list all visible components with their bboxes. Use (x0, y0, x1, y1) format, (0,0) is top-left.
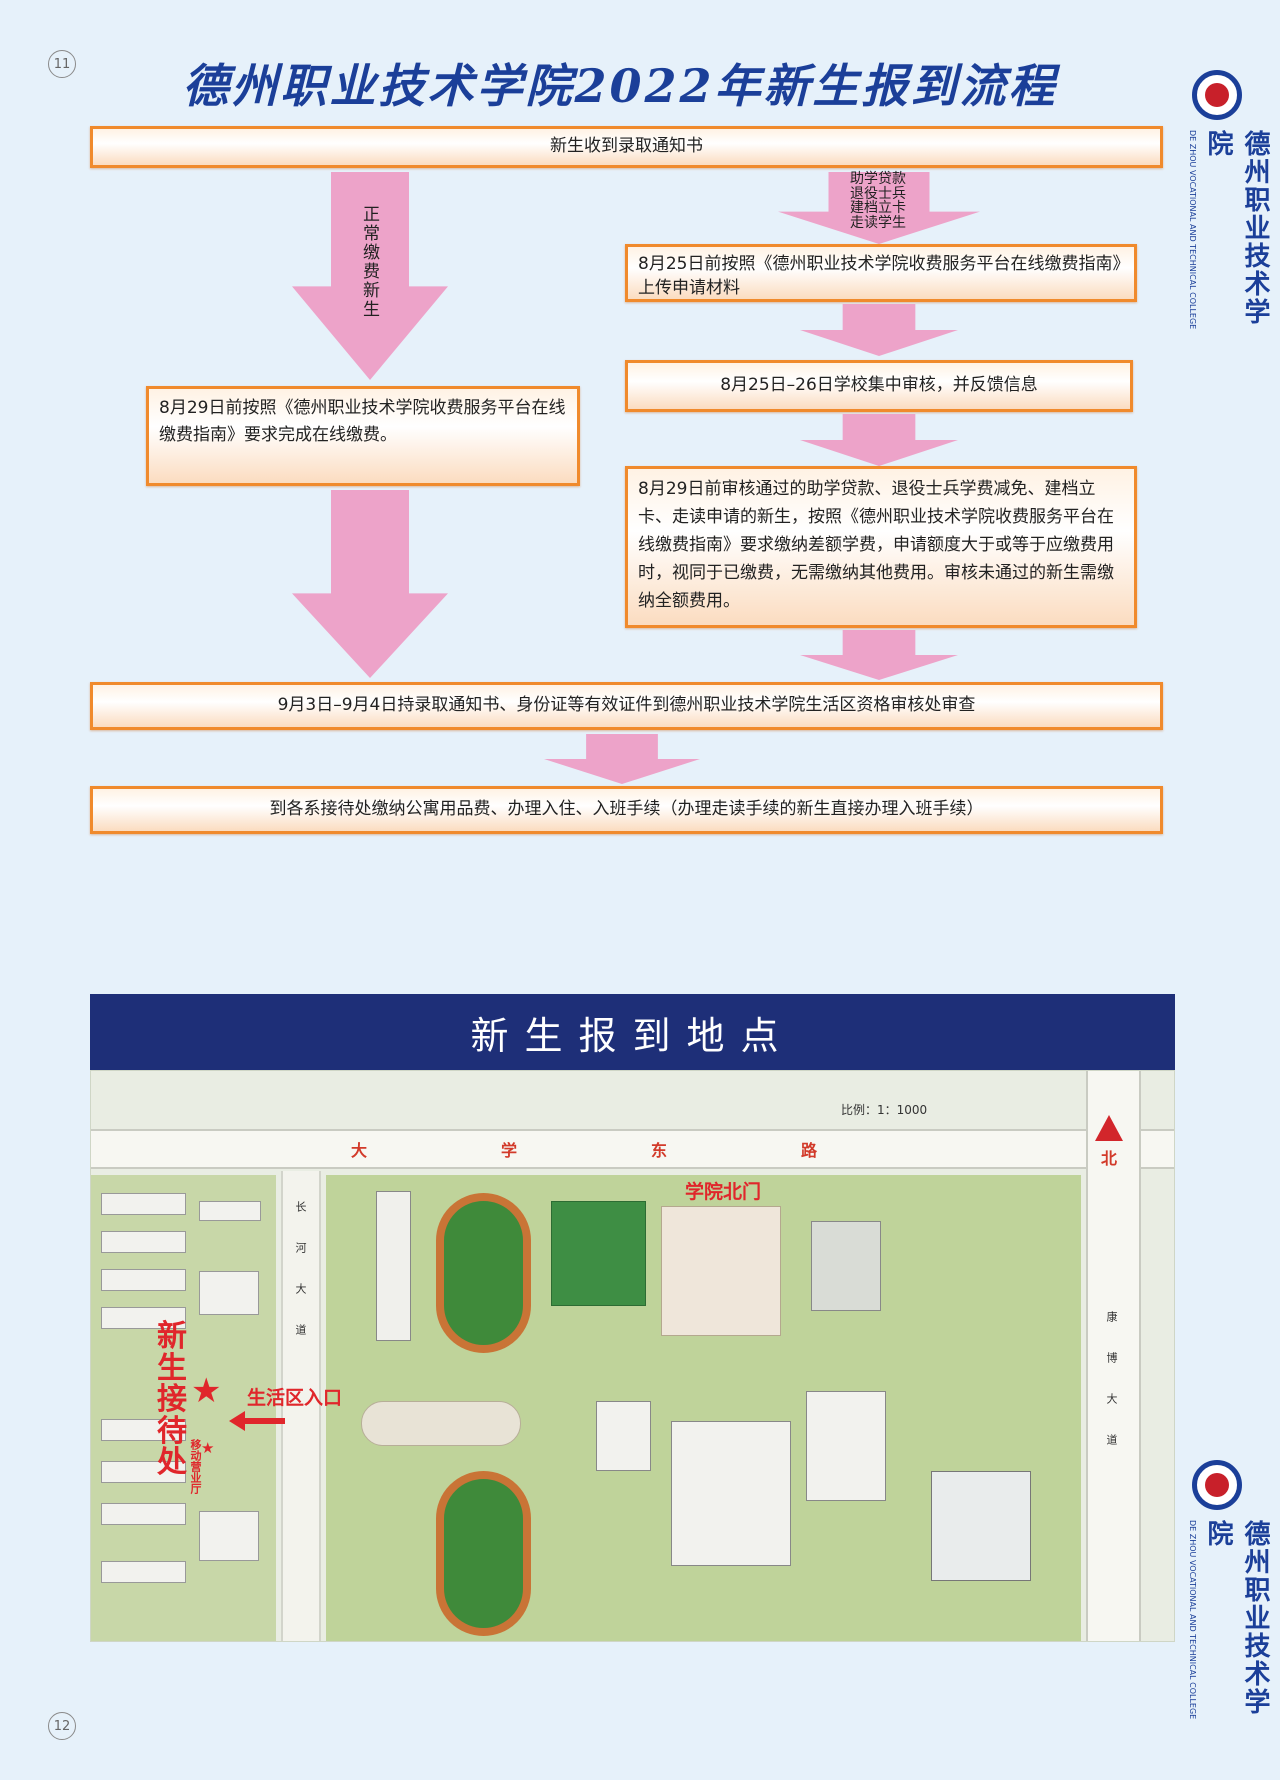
dorm-building (101, 1269, 186, 1291)
main-plaza (661, 1206, 781, 1336)
football-field (551, 1201, 646, 1306)
sports-field-north (436, 1193, 531, 1353)
library-building (596, 1401, 651, 1471)
road-label: 路 (801, 1141, 818, 1160)
road-kangbo (1086, 1071, 1141, 1641)
dorm-building (101, 1461, 186, 1483)
dorm-building (101, 1307, 186, 1329)
road-changhe (281, 1171, 321, 1641)
dorm-building (101, 1231, 186, 1253)
dorm-building (101, 1419, 186, 1441)
arrow-down-icon (800, 304, 958, 356)
location-banner: 新生报到地点 (90, 994, 1175, 1070)
dorm-building (101, 1503, 186, 1525)
building-long (376, 1191, 411, 1341)
arrow-left-shaft (245, 1418, 285, 1424)
college-name-english: DE ZHOU VOCATIONAL AND TECHNICAL COLLEGE (1188, 1520, 1197, 1720)
mobile-service-label: 移动营业厅 (189, 1439, 202, 1494)
road-label-left: 长河大道 (294, 1201, 307, 1365)
arrow-down-icon (800, 414, 958, 466)
road-label-right: 康博大道 (1105, 1311, 1118, 1475)
arrow-down-icon (800, 630, 958, 680)
college-name-vertical: 德州职业技术学院 (1203, 1520, 1270, 1716)
sports-field-south (436, 1471, 531, 1636)
flow-step-qualification-check: 9月3日–9月4日持录取通知书、身份证等有效证件到德州职业技术学院生活区资格审核… (90, 682, 1163, 730)
road-label: 学 (501, 1141, 518, 1160)
teaching-building (671, 1421, 791, 1566)
admin-building (811, 1221, 881, 1311)
road-university-east (91, 1129, 1174, 1169)
dorm-building (101, 1561, 186, 1583)
canteen-building (199, 1271, 259, 1315)
page-title: 德州职业技术学院2022年新生报到流程 (182, 59, 1058, 113)
flow-step-difference-payment: 8月29日前审核通过的助学贷款、退役士兵学费减免、建档立卡、走读申请的新生，按照… (625, 466, 1137, 628)
lab-building (806, 1391, 886, 1501)
left-arrow-label: 正常缴费新生 (359, 205, 379, 319)
arrow-down-icon (544, 734, 700, 784)
north-gate-label: 学院北门 (685, 1181, 762, 1203)
north-arrow-icon (1095, 1115, 1123, 1141)
college-emblem-icon (1192, 70, 1242, 120)
college-name-english: DE ZHOU VOCATIONAL AND TECHNICAL COLLEGE (1188, 130, 1197, 330)
arrow-left-icon (229, 1411, 245, 1431)
road-label: 东 (651, 1141, 668, 1160)
flow-step-final: 到各系接待处缴纳公寓用品费、办理入住、入班手续（办理走读手续的新生直接办理入班手… (90, 786, 1163, 834)
dorm-building (199, 1201, 261, 1221)
reception-label: 新 生 接 待 处 (157, 1319, 187, 1480)
flow-step-upload: 8月25日前按照《德州职业技术学院收费服务平台在线缴费指南》上传申请材料 (625, 244, 1137, 302)
entrance-label: 生活区入口 (247, 1387, 343, 1409)
map-scale: 比例：1：1000 (841, 1103, 928, 1117)
mobile-service-star-icon: ★ (201, 1439, 215, 1457)
flow-step-online-payment: 8月29日前按照《德州职业技术学院收费服务平台在线缴费指南》要求完成在线缴费。 (146, 386, 580, 486)
plaza (361, 1401, 521, 1446)
college-emblem-icon (1192, 1460, 1242, 1510)
north-label: 北 (1101, 1149, 1118, 1168)
right-arrow-labels: 助学贷款 退役士兵 建档立卡 走读学生 (850, 171, 906, 232)
page-number-top: 11 (48, 50, 76, 78)
page-number-bottom: 12 (48, 1712, 76, 1740)
road-label: 大 (351, 1141, 368, 1160)
gymnasium-building (931, 1471, 1031, 1581)
flow-step-review: 8月25日–26日学校集中审核，并反馈信息 (625, 360, 1133, 412)
reception-star-icon: ★ (191, 1371, 222, 1411)
college-name-vertical: 德州职业技术学院 (1203, 130, 1270, 326)
canteen-building (199, 1511, 259, 1561)
campus-map: 大 学 东 路 康博大道 长河大道 比例：1：1000 北 学院北门 新 生 接… (90, 1070, 1175, 1642)
dorm-building (101, 1193, 186, 1215)
flow-step-start: 新生收到录取通知书 (90, 126, 1163, 168)
arrow-down-icon (292, 490, 448, 678)
